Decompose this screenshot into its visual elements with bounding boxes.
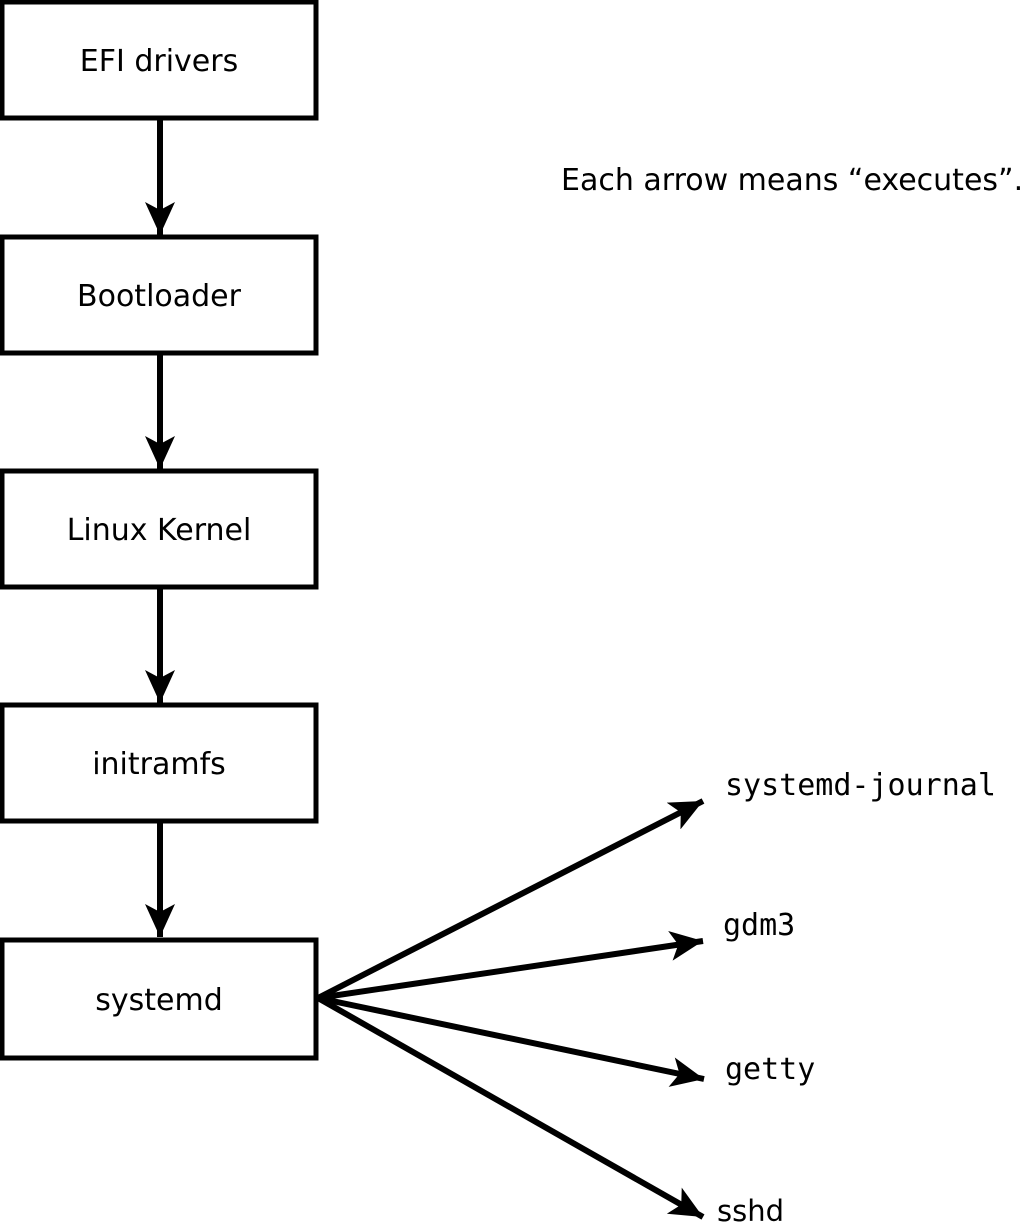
node-initramfs: initramfs — [0, 702, 319, 824]
node-efi-drivers-label: EFI drivers — [80, 44, 238, 79]
arrow-systemd-to-getty-icon — [317, 995, 705, 1087]
node-efi-drivers-box — [0, 0, 319, 121]
node-linux-kernel-box — [0, 468, 319, 590]
node-bootloader-label: Bootloader — [77, 279, 242, 314]
arrow-systemd-to-sshd-icon — [316, 995, 705, 1220]
node-linux-kernel: Linux Kernel — [0, 468, 319, 590]
process-label-sshd: sshd — [717, 1194, 784, 1228]
process-label-gdm3: gdm3 — [723, 908, 795, 943]
node-linux-kernel-label: Linux Kernel — [67, 513, 252, 548]
process-label-systemd-journal: systemd-journal — [725, 768, 996, 803]
node-bootloader: Bootloader — [0, 234, 319, 356]
node-systemd: systemd — [0, 937, 319, 1061]
node-systemd-label: systemd — [95, 983, 223, 1018]
arrow-systemd-to-systemd-journal-icon — [316, 798, 705, 1001]
arrow-meaning-note: Each arrow means “executes”. — [561, 163, 1023, 198]
node-bootloader-box — [0, 234, 319, 356]
node-systemd-box — [0, 937, 319, 1061]
node-efi-drivers: EFI drivers — [0, 0, 319, 121]
arrow-systemd-to-gdm3-icon — [317, 930, 704, 1001]
node-initramfs-label: initramfs — [92, 747, 226, 782]
process-label-getty: getty — [725, 1052, 815, 1087]
node-initramfs-box — [0, 702, 319, 824]
